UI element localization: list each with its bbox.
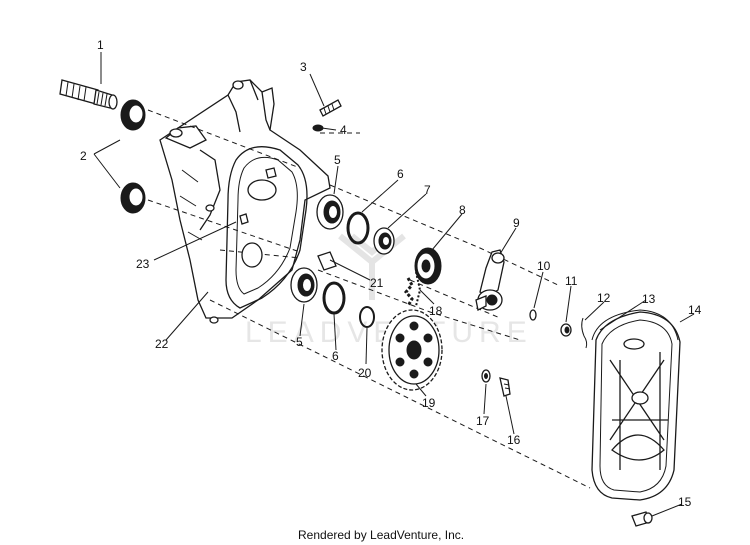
bearing-upper-part-5 bbox=[316, 194, 344, 230]
part-label-13: 13 bbox=[642, 292, 656, 306]
washer-part-17 bbox=[481, 369, 491, 383]
part-label-1: 1 bbox=[97, 38, 104, 52]
pin-part-21 bbox=[317, 251, 337, 271]
bolt-part-16 bbox=[499, 377, 511, 397]
part-label-22: 22 bbox=[155, 337, 169, 351]
part-label-12: 12 bbox=[597, 291, 611, 305]
drive-shaft-part-1 bbox=[59, 79, 118, 110]
nut-part-11 bbox=[560, 323, 572, 337]
part-label-6-lower: 6 bbox=[332, 349, 339, 363]
tensioner-arm-part-9 bbox=[475, 249, 505, 311]
bolt-part-3 bbox=[319, 99, 342, 117]
part-label-16: 16 bbox=[507, 433, 521, 447]
chaincase-housing bbox=[159, 79, 331, 324]
clip-part-12 bbox=[581, 317, 588, 349]
part-number-labels: 1 2 3 4 5 6 7 8 9 10 11 12 13 14 5 6 20 … bbox=[80, 38, 702, 509]
part-label-23: 23 bbox=[136, 257, 150, 271]
sprocket-part-8 bbox=[414, 247, 442, 285]
part-label-7: 7 bbox=[424, 183, 431, 197]
part-label-5-upper: 5 bbox=[334, 153, 341, 167]
part-label-8: 8 bbox=[459, 203, 466, 217]
washer-part-10 bbox=[529, 309, 537, 321]
bearing-lower-part-5 bbox=[290, 267, 318, 303]
gasket-part-13 bbox=[591, 309, 679, 341]
part-label-5-lower: 5 bbox=[296, 335, 303, 349]
part-label-3: 3 bbox=[300, 60, 307, 74]
part-label-15: 15 bbox=[678, 495, 692, 509]
part-label-19: 19 bbox=[422, 396, 436, 410]
chaincase-cover-part-14 bbox=[591, 311, 681, 501]
part-label-9: 9 bbox=[513, 216, 520, 230]
o-ring-lower-part-6 bbox=[322, 281, 346, 315]
seal-upper-part-2 bbox=[120, 99, 146, 131]
gear-part-19 bbox=[381, 309, 443, 391]
bearing-part-7 bbox=[373, 227, 395, 255]
washer-part-20 bbox=[359, 306, 375, 328]
part-label-6-upper: 6 bbox=[397, 167, 404, 181]
part-label-11: 11 bbox=[565, 274, 578, 288]
o-ring-upper-part-6 bbox=[346, 211, 370, 245]
part-label-20: 20 bbox=[358, 366, 372, 380]
part-label-10: 10 bbox=[537, 259, 551, 273]
washer-part-4 bbox=[312, 124, 324, 132]
part-label-4: 4 bbox=[340, 123, 347, 137]
leader-lines bbox=[93, 52, 695, 517]
chain-part-18 bbox=[404, 271, 422, 307]
part-label-17: 17 bbox=[476, 414, 490, 428]
part-label-14: 14 bbox=[688, 303, 702, 317]
part-label-18: 18 bbox=[429, 304, 443, 318]
part-label-2: 2 bbox=[80, 149, 87, 163]
rendered-by-footer: Rendered by LeadVenture, Inc. bbox=[298, 528, 464, 542]
part-label-21: 21 bbox=[370, 276, 384, 290]
seal-lower-part-2 bbox=[120, 182, 146, 214]
bolt-part-15 bbox=[631, 511, 653, 527]
